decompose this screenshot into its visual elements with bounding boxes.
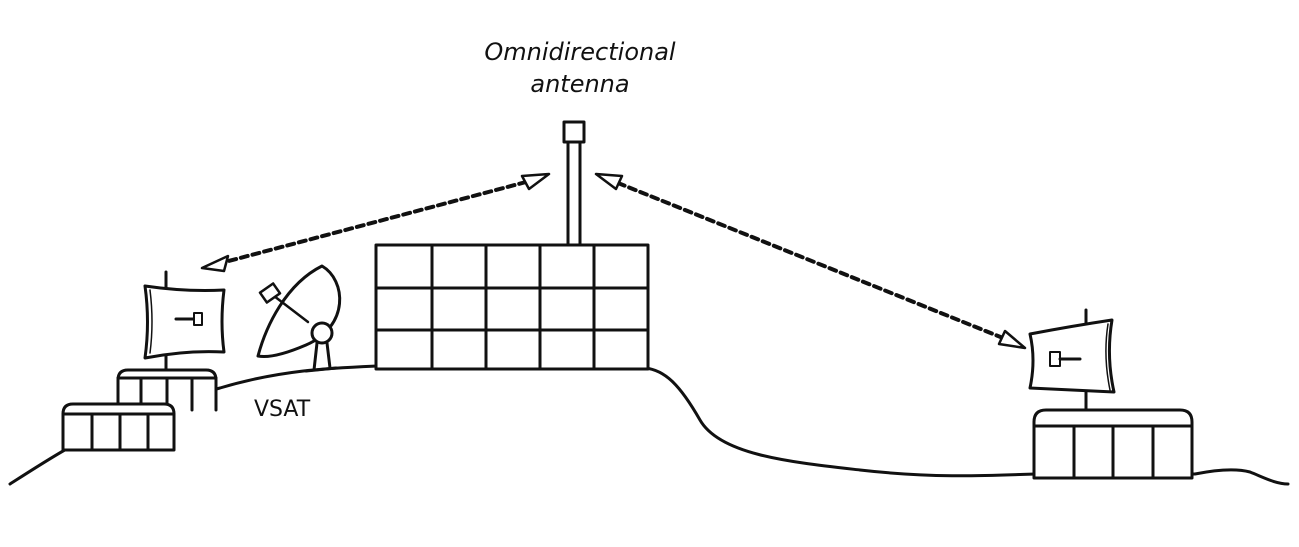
- vsat-label: VSAT: [254, 397, 311, 422]
- omni-label-line1: Omnidirectional: [484, 38, 676, 66]
- solar-panel-icon: [374, 243, 650, 371]
- wireless-link-right: [594, 172, 1027, 350]
- omnidirectional-antenna-label: Omnidirectional antenna: [430, 36, 730, 100]
- satellite-dish-icon: [256, 264, 342, 373]
- panel-antenna-icon: [143, 270, 226, 372]
- omni-label-line2: antenna: [530, 70, 630, 98]
- wireless-link-left: [200, 172, 551, 273]
- mast-icon: [562, 120, 586, 247]
- building-icon: [1032, 408, 1194, 480]
- panel-antenna-icon: [1028, 308, 1116, 414]
- building-icon: [61, 402, 176, 452]
- building-icon: [116, 368, 218, 412]
